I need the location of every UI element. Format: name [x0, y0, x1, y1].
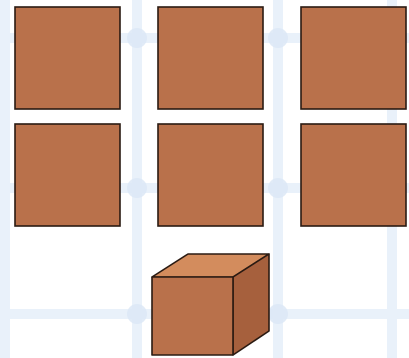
- grid-glow-spot-4: [268, 178, 288, 198]
- grid-glow-spot-2: [268, 28, 288, 48]
- grid-glow-spot-1: [127, 28, 147, 48]
- cube-front-face: [152, 277, 233, 355]
- flat-tile-row1-col2: [158, 7, 263, 109]
- cube: [152, 254, 269, 355]
- grid-glow-spot-5: [127, 304, 147, 324]
- flat-tile-row1-col3: [301, 7, 406, 109]
- grid-glow-spot-3: [127, 178, 147, 198]
- flat-tile-row2-col3: [301, 124, 406, 226]
- flat-tile-row2-col1: [15, 124, 120, 226]
- grid-glow-spot-6: [268, 304, 288, 324]
- flat-tile-row2-col2: [158, 124, 263, 226]
- flat-tile-row1-col1: [15, 7, 120, 109]
